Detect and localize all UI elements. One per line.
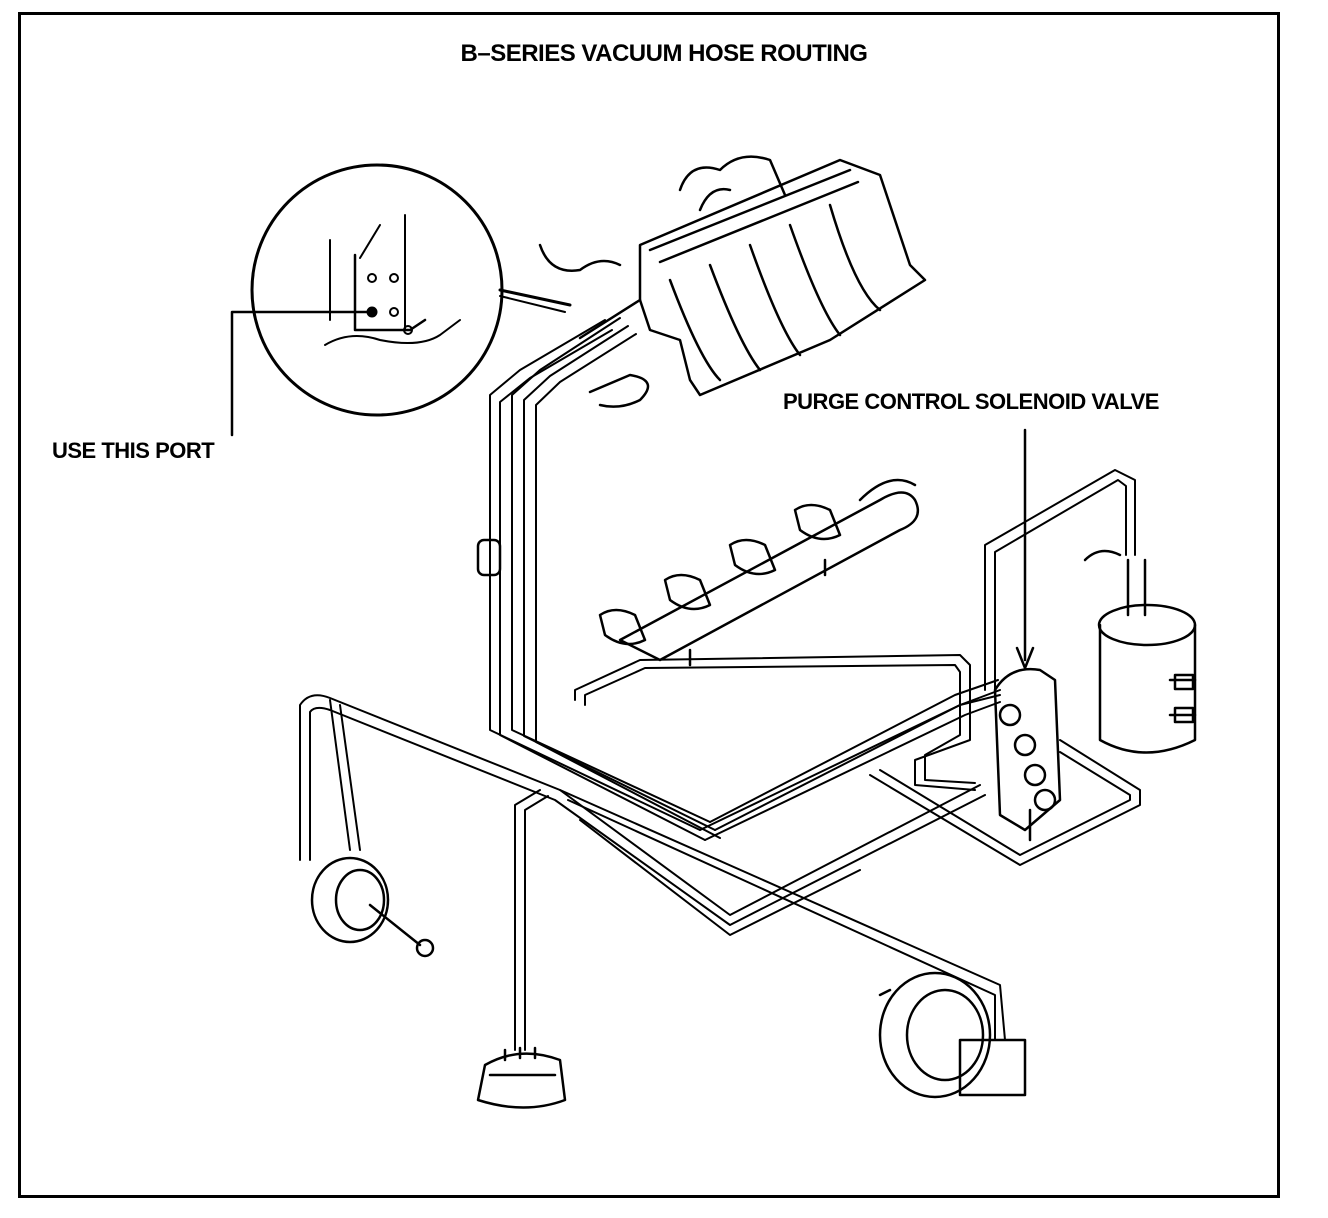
vacuum-hoses <box>299 317 1141 1051</box>
charcoal-canister <box>1083 549 1197 754</box>
use-this-port-label: USE THIS PORT <box>52 438 215 463</box>
brake-booster <box>878 971 1027 1099</box>
diagram-frame <box>18 12 1280 1198</box>
intake-manifold <box>538 155 927 408</box>
vacuum-actuator-left <box>310 856 435 958</box>
purge-valve-label: PURGE CONTROL SOLENOID VALVE <box>783 389 1159 414</box>
port-detail-inset <box>230 163 572 437</box>
purge-solenoid-valve <box>993 428 1062 842</box>
fuel-rail-injectors <box>598 478 920 667</box>
diagram-title: B–SERIES VACUUM HOSE ROUTING <box>460 40 868 67</box>
sensor-bottom <box>476 1046 567 1109</box>
